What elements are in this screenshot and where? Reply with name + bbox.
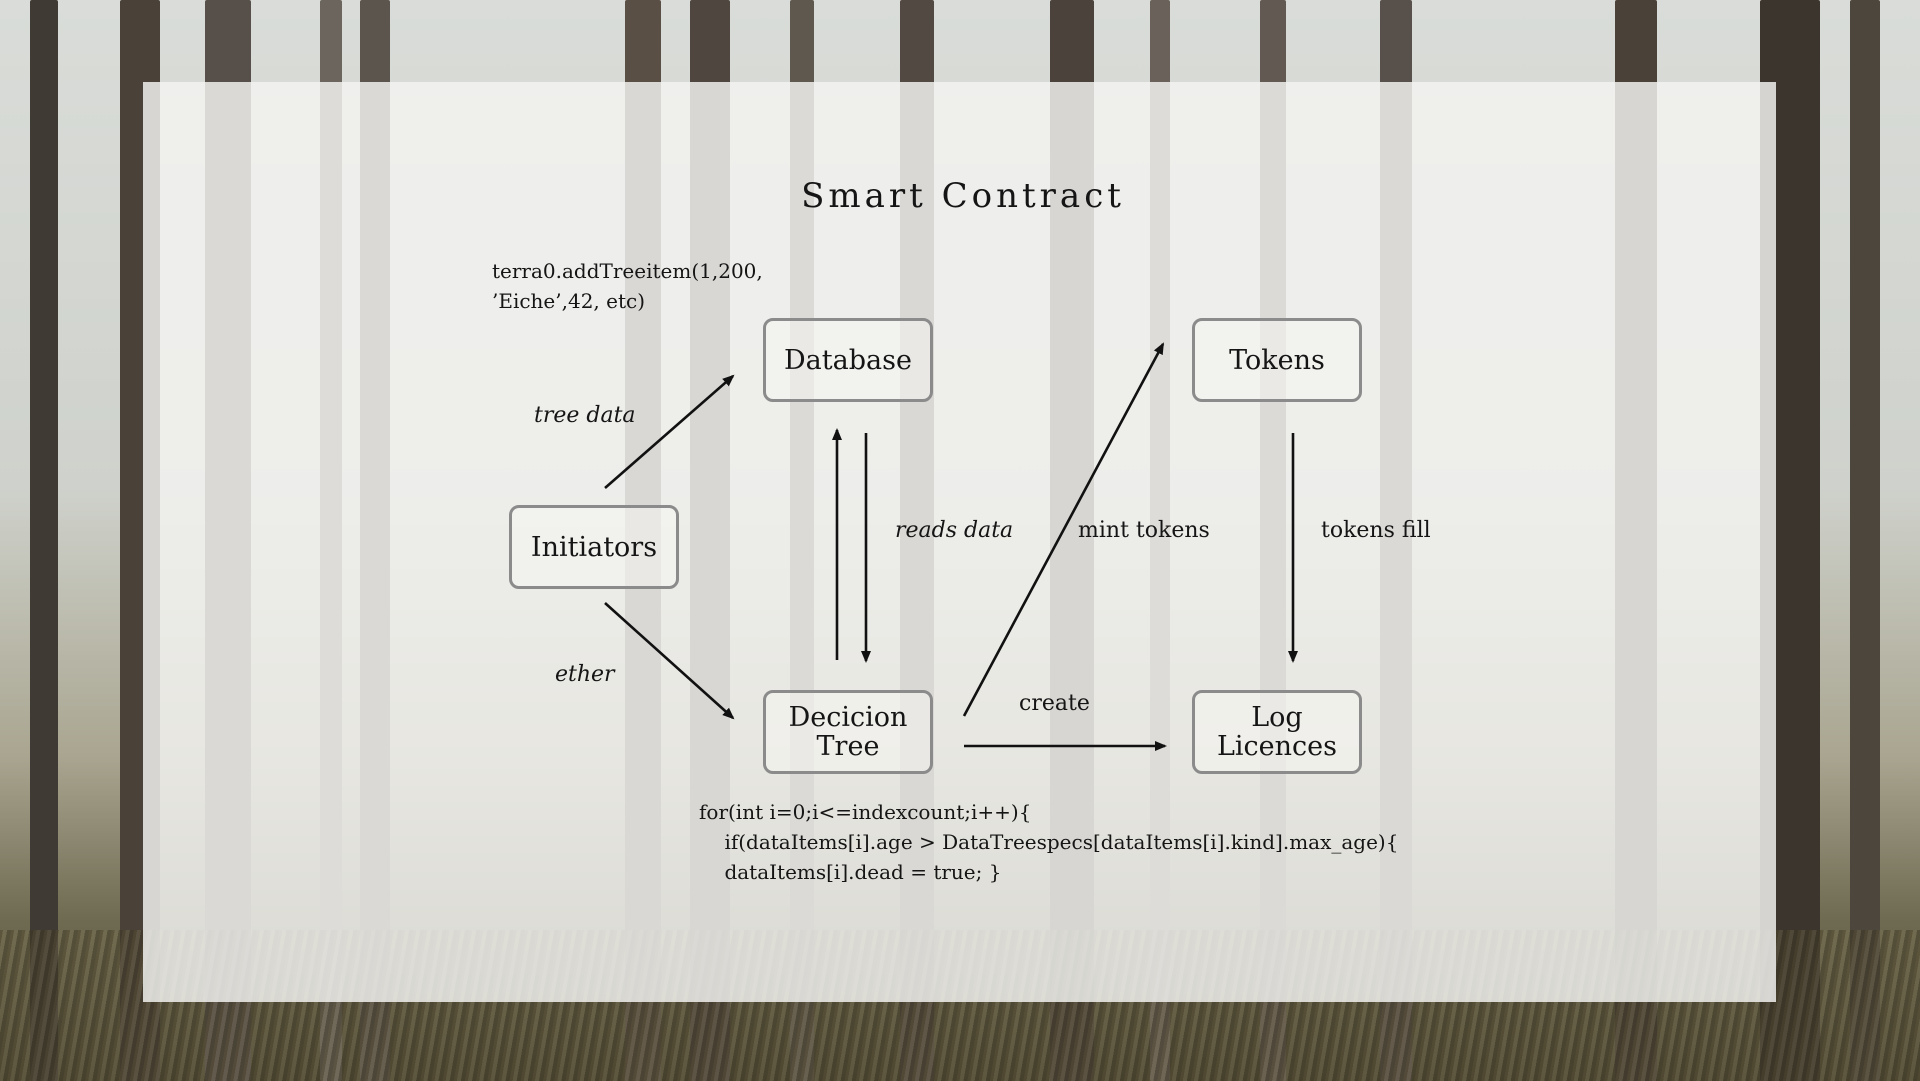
edge-label-tree-data: tree data	[534, 403, 636, 428]
edge-label-mint-tokens: mint tokens	[1078, 518, 1210, 543]
code-bottom-line-1: for(int i=0;i<=indexcount;i++){	[699, 800, 1032, 824]
node-decision-tree: Decicion Tree	[763, 690, 933, 774]
code-top-line-2: ’Eiche’,42, etc)	[492, 289, 646, 313]
edge-label-create: create	[1019, 691, 1090, 716]
diagram-title: Smart Contract	[801, 176, 1125, 216]
arrow-decision-tree-to-tokens	[962, 342, 1165, 717]
node-database: Database	[763, 318, 933, 402]
node-log-licences: Log Licences	[1192, 690, 1362, 774]
code-bottom-line-2: if(dataItems[i].age > DataTreespecs[data…	[724, 830, 1399, 854]
tree-trunk	[1850, 0, 1880, 1081]
node-tokens: Tokens	[1192, 318, 1362, 402]
edge-label-ether: ether	[555, 662, 615, 687]
code-snippet-top: terra0.addTreeitem(1,200, ’Eiche’,42, et…	[492, 256, 763, 316]
node-initiators: Initiators	[509, 505, 679, 589]
diagram-panel	[143, 82, 1776, 1002]
edge-label-reads-data: reads data	[895, 518, 1014, 543]
code-snippet-bottom: for(int i=0;i<=indexcount;i++){ if(dataI…	[699, 797, 1398, 887]
arrow-initiators-to-database	[604, 374, 735, 489]
code-top-line-1: terra0.addTreeitem(1,200,	[492, 259, 763, 283]
tree-trunk	[30, 0, 58, 1081]
edge-label-tokens-fill: tokens fill	[1321, 518, 1431, 543]
code-bottom-line-3: dataItems[i].dead = true; }	[724, 860, 1002, 884]
arrow-initiators-to-decision-tree	[604, 602, 735, 720]
